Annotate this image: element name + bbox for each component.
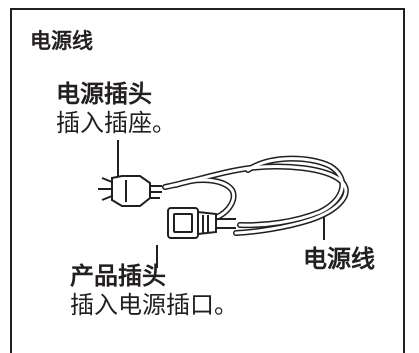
product-plug-icon [167, 207, 236, 239]
plug-heading: 电源插头 [56, 80, 152, 108]
cord-label: 电源线 [303, 245, 375, 273]
figure-title: 电源线 [30, 29, 93, 53]
wall-plug-icon [98, 175, 162, 207]
product-plug-heading: 产品插头 [70, 262, 166, 290]
product-plug-instruction: 插入电源插口。 [70, 291, 238, 319]
plug-instruction: 插入插座。 [56, 109, 176, 137]
